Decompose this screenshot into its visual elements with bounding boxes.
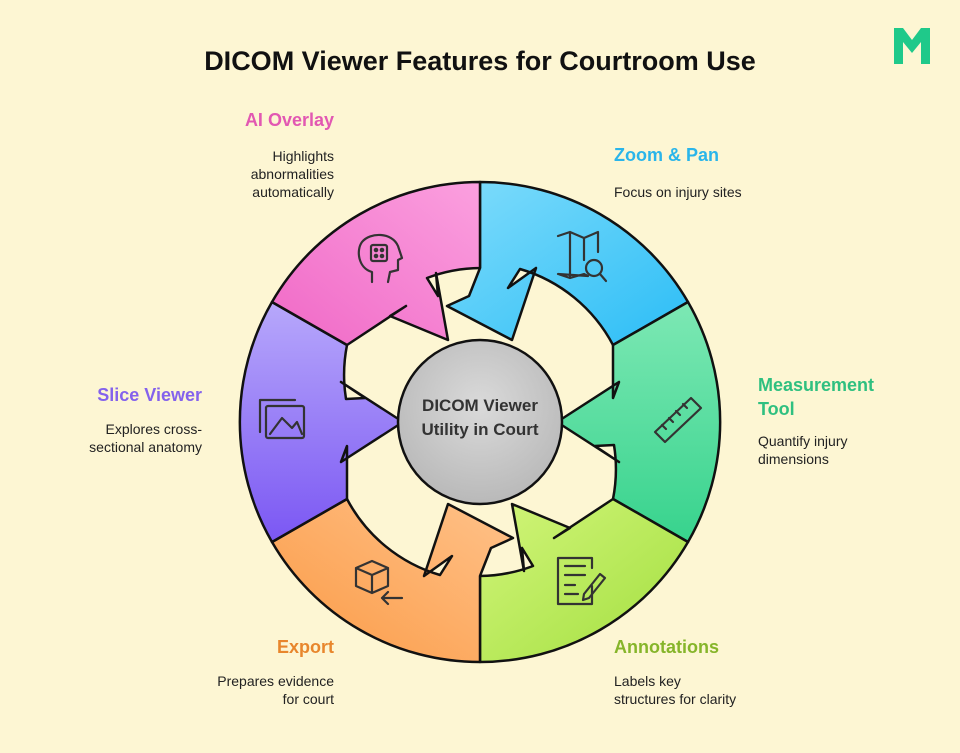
- feature-title-annotations: Annotations: [614, 637, 719, 657]
- feature-desc-export: Prepares evidence for court: [134, 672, 334, 708]
- feature-title-measurement: Measurement Tool: [758, 373, 874, 421]
- segment-ai-overlay: [270, 180, 482, 347]
- feature-desc-line: automatically: [252, 184, 334, 200]
- feature-title-export: Export: [276, 637, 334, 657]
- feature-desc-zoom: Focus on injury sites: [614, 183, 742, 201]
- feature-title-slice-viewer: Slice Viewer: [97, 385, 202, 405]
- feature-desc-ai-overlay: Highlights abnormalities automatically: [134, 147, 334, 201]
- box-export-icon: [354, 559, 404, 606]
- segment-measurement: [555, 300, 722, 544]
- feature-title-line: Tool: [758, 399, 795, 419]
- ai-head-icon: [357, 233, 404, 284]
- center-label-line1: DICOM Viewer: [422, 396, 538, 415]
- feature-desc-line: sectional anatomy: [89, 439, 202, 455]
- feature-desc-line: dimensions: [758, 451, 829, 467]
- feature-title-zoom: Zoom & Pan: [614, 145, 720, 165]
- feature-desc-line: Labels key: [614, 673, 681, 689]
- document-edit-icon: [556, 556, 607, 606]
- segment-zoom: [445, 180, 690, 347]
- feature-title-ai-overlay: AI Overlay: [244, 110, 334, 130]
- map-search-icon: [556, 230, 608, 283]
- feature-desc-annotations: Labels key structures for clarity: [614, 672, 736, 708]
- feature-desc-line: Focus on injury sites: [614, 184, 742, 200]
- image-stack-icon: [258, 398, 306, 440]
- segment-annotations: [478, 497, 690, 664]
- center-label-line2: Utility in Court: [421, 420, 539, 439]
- feature-desc-measurement: Quantify injury dimensions: [758, 432, 847, 468]
- feature-desc-slice-viewer: Explores cross- sectional anatomy: [2, 420, 202, 456]
- feature-title-line: Measurement: [758, 375, 875, 395]
- feature-desc-line: Quantify injury: [758, 433, 848, 449]
- feature-desc-line: Explores cross-: [105, 421, 202, 437]
- feature-desc-line: Prepares evidence: [217, 673, 334, 689]
- center-hub: [396, 338, 564, 506]
- feature-desc-line: structures for clarity: [614, 691, 737, 707]
- center-label: DICOM Viewer Utility in Court: [400, 394, 560, 442]
- brand-logo-icon: [894, 28, 930, 64]
- page-title: DICOM Viewer Features for Courtroom Use: [204, 46, 756, 76]
- ruler-icon: [653, 396, 703, 444]
- feature-desc-line: for court: [282, 691, 334, 707]
- segment-slice-viewer: [238, 300, 405, 544]
- feature-desc-line: Highlights: [272, 148, 334, 164]
- feature-desc-line: abnormalities: [250, 166, 334, 182]
